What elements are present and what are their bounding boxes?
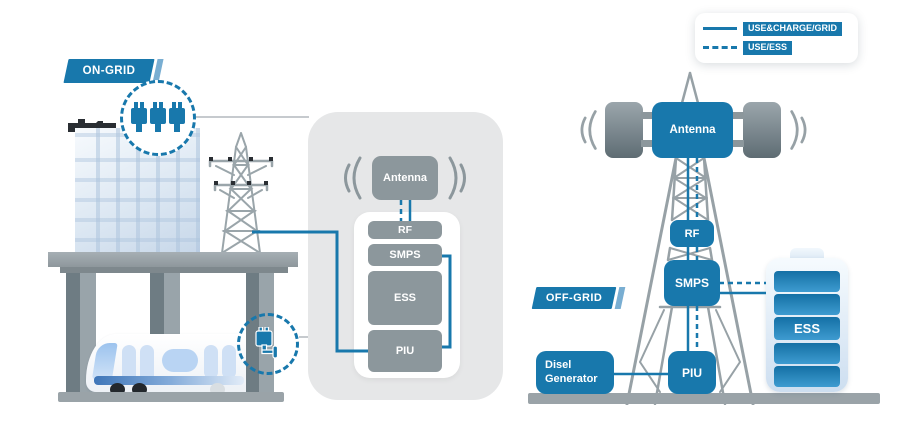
platform-deck <box>48 252 298 267</box>
battery-bar-2 <box>774 294 840 315</box>
transmission-tower <box>208 132 274 254</box>
ground-right <box>528 393 880 404</box>
tower-smps-label: SMPS <box>674 276 709 290</box>
train-window-4 <box>222 345 236 379</box>
tower-piu-block: PIU <box>668 351 716 394</box>
platform-deck-edge <box>60 267 288 273</box>
legend-dashed-label: USE/ESS <box>743 40 793 55</box>
legend-row-dashed: USE/ESS <box>703 40 858 55</box>
train-door-window-2 <box>140 345 154 383</box>
generator-label-line1: Disel <box>545 359 572 372</box>
antenna-panel-right <box>743 102 781 158</box>
antenna-mount-bar <box>641 112 654 119</box>
off-grid-badge: OFF-GRID <box>531 287 617 309</box>
indoor-smps-block: SMPS <box>368 244 442 266</box>
signal-waves-left-icon <box>344 156 362 200</box>
insulator-dots <box>209 157 273 185</box>
diesel-generator-block: Disel Generator <box>536 351 614 394</box>
cell-tower <box>625 71 755 405</box>
indoor-ess-block: ESS <box>368 271 442 325</box>
grid-plugs-circle <box>120 80 196 156</box>
legend-dashed-line <box>703 46 737 49</box>
indoor-antenna-block: Antenna <box>372 156 438 200</box>
tower-waves-left-icon <box>580 110 597 150</box>
antenna-mount-bar <box>641 140 654 147</box>
tower-waves-right-icon <box>790 110 807 150</box>
indoor-antenna-label: Antenna <box>383 172 427 184</box>
train-windshield <box>92 343 118 379</box>
antenna-mount-bar <box>731 140 744 147</box>
battery-bar-5 <box>774 366 840 387</box>
legend-solid-label: USE&CHARGE/GRID <box>743 21 843 36</box>
battery-bar-ess: ESS <box>774 317 840 340</box>
ess-battery: ESS <box>766 258 848 392</box>
on-grid-label: ON-GRID <box>82 65 136 77</box>
signal-waves-right-icon <box>448 156 466 200</box>
metro-train <box>86 334 252 396</box>
indoor-ess-label: ESS <box>393 292 416 304</box>
ground-left <box>58 392 284 402</box>
antenna-mount-bar <box>731 112 744 119</box>
train-oval-window <box>162 349 198 372</box>
indoor-piu-block: PIU <box>368 330 442 372</box>
off-grid-label: OFF-GRID <box>545 292 603 304</box>
indoor-piu-label: PIU <box>395 345 415 357</box>
indoor-smps-label: SMPS <box>389 249 421 261</box>
battery-ess-label: ESS <box>793 321 820 336</box>
battery-bar-1 <box>774 271 840 292</box>
legend: USE&CHARGE/GRID USE/ESS <box>695 13 858 63</box>
generator-label-line2: Generator <box>545 372 598 385</box>
charging-plug-icon <box>255 327 279 359</box>
train-window-3 <box>204 345 218 379</box>
battery-bar-4 <box>774 343 840 364</box>
tower-rf-label: RF <box>684 227 700 240</box>
tower-piu-label: PIU <box>681 365 702 380</box>
indoor-rf-label: RF <box>398 224 412 236</box>
tower-rf-block: RF <box>670 220 714 247</box>
indoor-rf-block: RF <box>368 221 442 239</box>
train-stripe <box>94 376 244 385</box>
train-door-window-1 <box>122 345 136 383</box>
legend-solid-line <box>703 27 737 30</box>
antenna-panel-left <box>605 102 643 158</box>
tower-antenna-block: Antenna <box>652 102 733 158</box>
tower-antenna-label: Antenna <box>669 124 716 136</box>
on-grid-badge: ON-GRID <box>63 59 155 83</box>
tower-smps-block: SMPS <box>664 260 720 306</box>
triple-power-plug-icon <box>131 102 185 132</box>
legend-row-solid: USE&CHARGE/GRID <box>703 21 858 36</box>
ev-charger-circle <box>237 313 299 375</box>
